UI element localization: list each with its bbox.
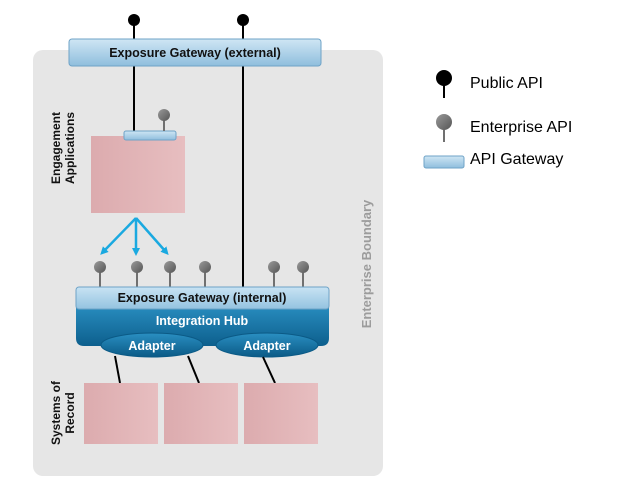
legend-label-public-api: Public API — [470, 75, 543, 92]
system-of-record-box-2 — [164, 383, 238, 444]
legend-row-public-api: Public API — [420, 68, 620, 98]
systems-label-line2: Record — [63, 392, 77, 433]
exposure-gateway-external — [68, 38, 322, 67]
exposure-gateway-external-label: Exposure Gateway (external) — [109, 46, 281, 60]
legend-label-api-gateway: API Gateway — [470, 151, 564, 168]
engagement-enterprise-pin — [158, 109, 170, 131]
legend-label-enterprise-api: Enterprise API — [470, 119, 573, 136]
enterprise-api-pin-icon — [436, 114, 452, 142]
api-gateway-icon — [423, 155, 465, 169]
enterprise-boundary-label: Enterprise Boundary — [359, 199, 374, 328]
adapter-connectors — [114, 355, 276, 384]
exposure-gateway-internal-label: Exposure Gateway (internal) — [118, 291, 287, 305]
public-api-pin-left — [128, 14, 140, 26]
adapter-right — [215, 332, 319, 358]
internal-enterprise-pins — [94, 261, 309, 288]
engagement-api-gateway — [123, 130, 177, 141]
adapter-left — [100, 332, 204, 358]
exposure-gateway-internal — [75, 286, 330, 310]
legend-row-enterprise-api: Enterprise API — [420, 112, 620, 142]
integration-hub-label: Integration Hub — [156, 314, 249, 328]
engagement-applications-box — [91, 136, 185, 213]
public-api-pin-icon — [436, 70, 452, 98]
engagement-label-line2: Applications — [63, 112, 77, 184]
system-of-record-box-3 — [244, 383, 318, 444]
systems-label-line1: Systems of — [49, 380, 63, 445]
fan-out-arrows — [100, 217, 169, 256]
adapter-left-label: Adapter — [128, 339, 175, 353]
legend-row-api-gateway: API Gateway — [420, 148, 620, 178]
engagement-label-line1: Engagement — [49, 112, 63, 184]
system-of-record-box-1 — [84, 383, 158, 444]
adapter-right-label: Adapter — [243, 339, 290, 353]
public-api-pin-right — [237, 14, 249, 26]
